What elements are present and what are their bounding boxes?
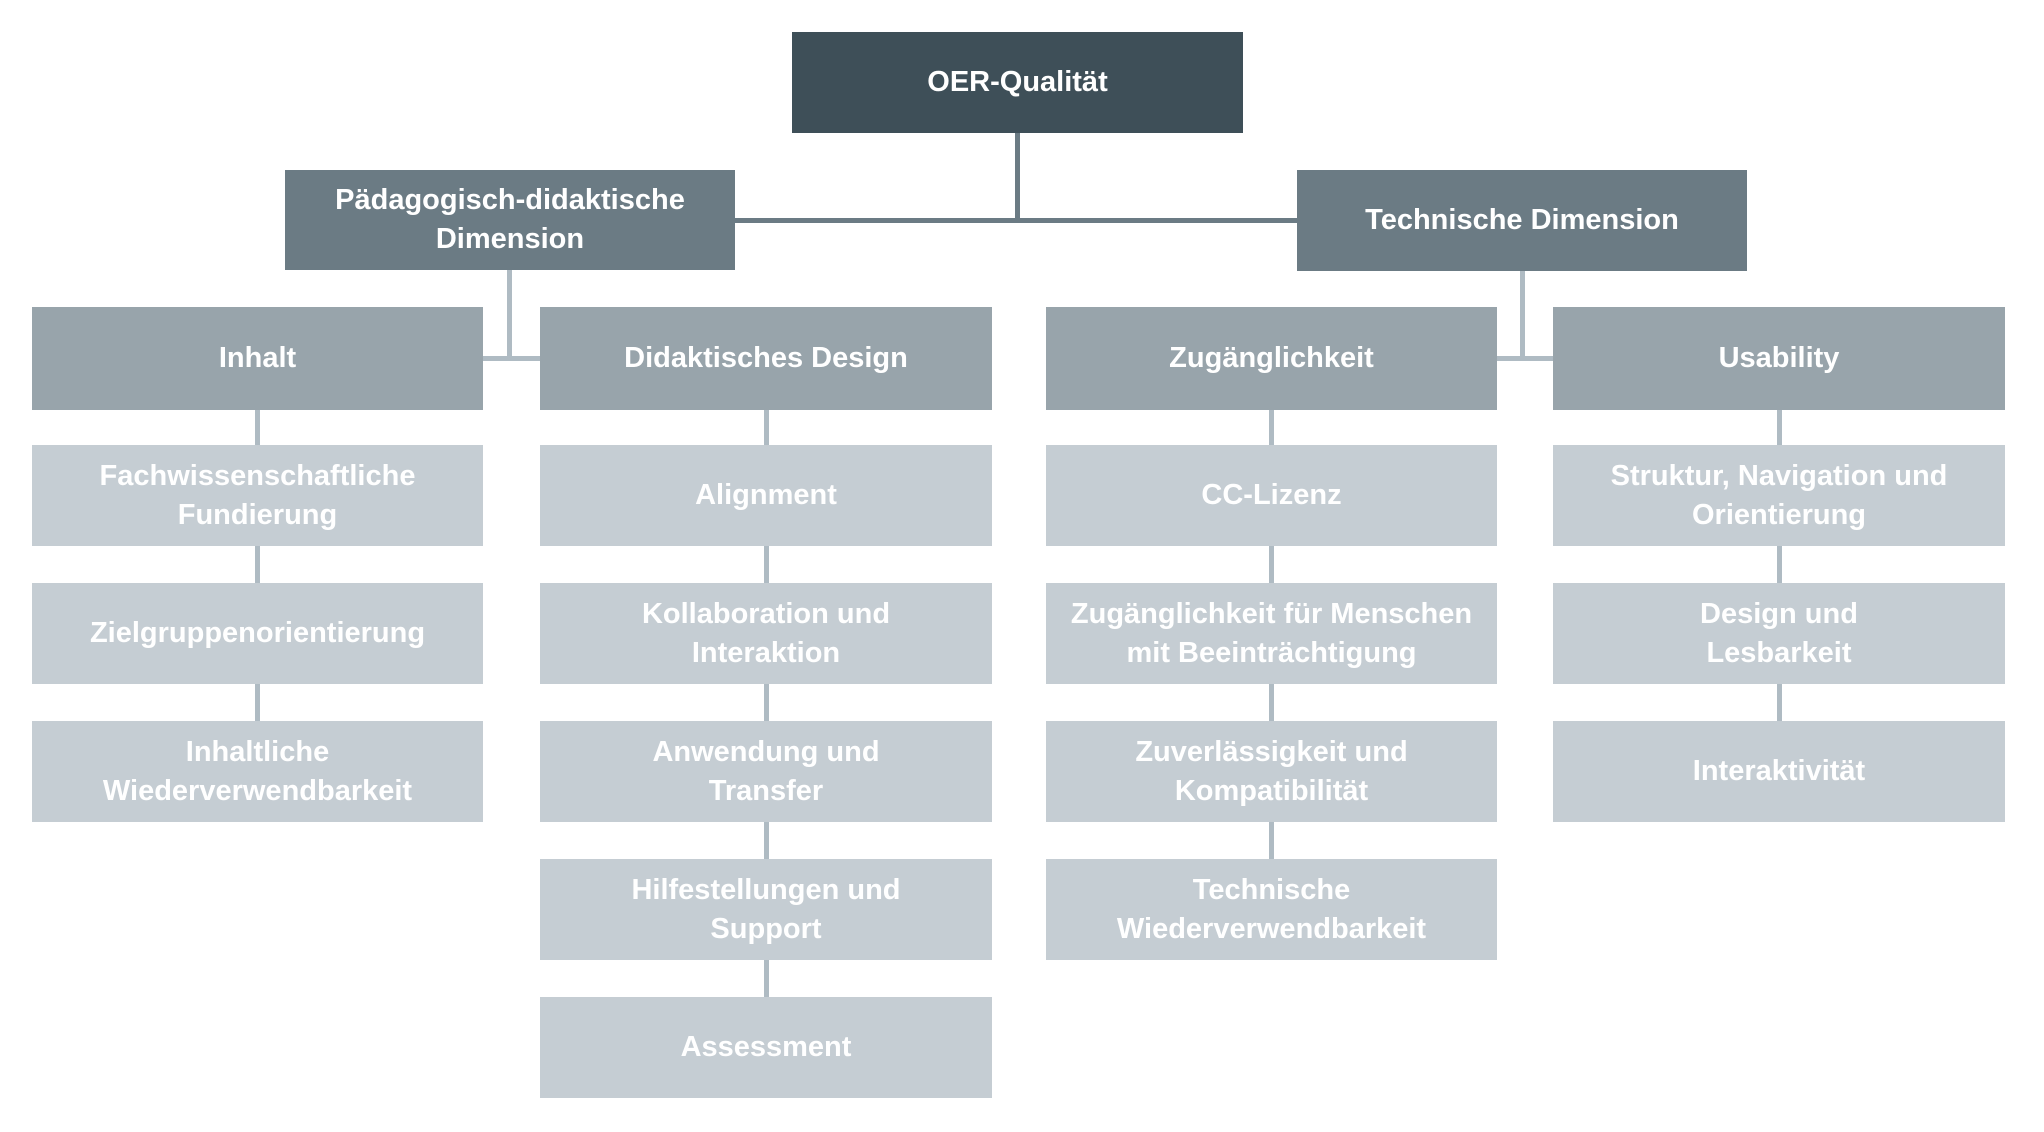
item-label: Struktur, Navigation und Orientierung: [1610, 459, 1948, 531]
node-item-interaktivitaet: Interaktivität: [1553, 721, 2005, 822]
connector-zugaenglichkeit-stub: [1269, 410, 1274, 445]
item-label: Design und Lesbarkeit: [1700, 597, 1858, 669]
connector-usability-stub: [1777, 410, 1782, 445]
node-item-struktur-navigation-orientierung: Struktur, Navigation und Orientierung: [1553, 445, 2005, 546]
node-item-kollaboration-und-interaktion: Kollaboration und Interaktion: [540, 583, 992, 684]
node-paedagogisch-didaktische-dimension-label: Pädagogisch-didaktische Dimension: [335, 184, 685, 255]
connector-col3-row3-row4: [1269, 822, 1274, 859]
node-technische-dimension-label: Technische Dimension: [1365, 204, 1679, 237]
connector-technisch-horizontal: [1496, 356, 1553, 361]
connector-didaktisches-design-stub: [764, 410, 769, 445]
node-technische-dimension: Technische Dimension: [1297, 170, 1747, 271]
connector-col1-row2-row3: [255, 684, 260, 721]
node-header-zugaenglichkeit-label: Zugänglichkeit: [1169, 342, 1374, 375]
node-item-fachwissenschaftliche-fundierung: Fachwissenschaftliche Fundierung: [32, 445, 483, 546]
connector-col3-row1-row2: [1269, 546, 1274, 583]
node-item-zugaenglichkeit-fuer-menschen: Zugänglichkeit für Menschen mit Beeinträ…: [1046, 583, 1497, 684]
connector-col1-row1-row2: [255, 546, 260, 583]
node-header-didaktisches-design-label: Didaktisches Design: [624, 342, 908, 375]
connector-col4-row1-row2: [1777, 546, 1782, 583]
node-oer-qualitaet-label: OER-Qualität: [927, 66, 1108, 99]
item-label: Hilfestellungen und Support: [631, 873, 901, 945]
node-header-inhalt-label: Inhalt: [218, 342, 297, 375]
node-item-hilfestellungen-und-support: Hilfestellungen und Support: [540, 859, 992, 960]
node-oer-qualitaet: OER-Qualität: [792, 32, 1243, 133]
connector-root-drop: [1015, 133, 1020, 223]
item-label: Zielgruppenorientierung: [89, 617, 426, 650]
node-item-zuverlaessigkeit-und-kompatibilitaet: Zuverlässigkeit und Kompatibilität: [1046, 721, 1497, 822]
connector-inhalt-stub: [255, 410, 260, 445]
item-label: Inhaltliche Wiederverwendbarkeit: [102, 735, 413, 807]
item-label: Anwendung und Transfer: [652, 735, 880, 807]
node-item-zielgruppenorientierung: Zielgruppenorientierung: [32, 583, 483, 684]
item-label: Alignment: [695, 479, 837, 512]
item-label: CC-Lizenz: [1201, 479, 1342, 512]
node-item-assessment: Assessment: [540, 997, 992, 1098]
connector-col2-row1-row2: [764, 546, 769, 583]
connector-paedagogisch-horizontal: [483, 356, 540, 361]
item-label: Technische Wiederverwendbarkeit: [1116, 873, 1427, 945]
connector-technisch-drop: [1520, 271, 1525, 361]
item-label: Interaktivität: [1692, 755, 1866, 788]
node-header-usability: Usability: [1553, 307, 2005, 410]
connector-paedagogisch-drop: [507, 270, 512, 361]
connector-col2-row3-row4: [764, 822, 769, 859]
node-item-cc-lizenz: CC-Lizenz: [1046, 445, 1497, 546]
node-paedagogisch-didaktische-dimension: Pädagogisch-didaktische Dimension: [285, 170, 735, 270]
node-item-technische-wiederverwendbarkeit: Technische Wiederverwendbarkeit: [1046, 859, 1497, 960]
connector-col3-row2-row3: [1269, 684, 1274, 721]
item-label: Zuverlässigkeit und Kompatibilität: [1135, 735, 1408, 807]
node-item-anwendung-und-transfer: Anwendung und Transfer: [540, 721, 992, 822]
node-header-zugaenglichkeit: Zugänglichkeit: [1046, 307, 1497, 410]
node-header-didaktisches-design: Didaktisches Design: [540, 307, 992, 410]
node-item-design-und-lesbarkeit: Design und Lesbarkeit: [1553, 583, 2005, 684]
node-item-alignment: Alignment: [540, 445, 992, 546]
connector-col2-row2-row3: [764, 684, 769, 721]
connector-col2-row4-row5: [764, 960, 769, 997]
connector-dimensions-horizontal: [735, 218, 1297, 223]
node-header-usability-label: Usability: [1718, 342, 1840, 375]
item-label: Assessment: [680, 1031, 852, 1064]
item-label: Fachwissenschaftliche Fundierung: [99, 459, 416, 531]
connector-col4-row2-row3: [1777, 684, 1782, 721]
node-header-inhalt: Inhalt: [32, 307, 483, 410]
item-label: Zugänglichkeit für Menschen mit Beeinträ…: [1070, 597, 1473, 669]
item-label: Kollaboration und Interaktion: [641, 597, 891, 669]
node-item-inhaltliche-wiederverwendbarkeit: Inhaltliche Wiederverwendbarkeit: [32, 721, 483, 822]
